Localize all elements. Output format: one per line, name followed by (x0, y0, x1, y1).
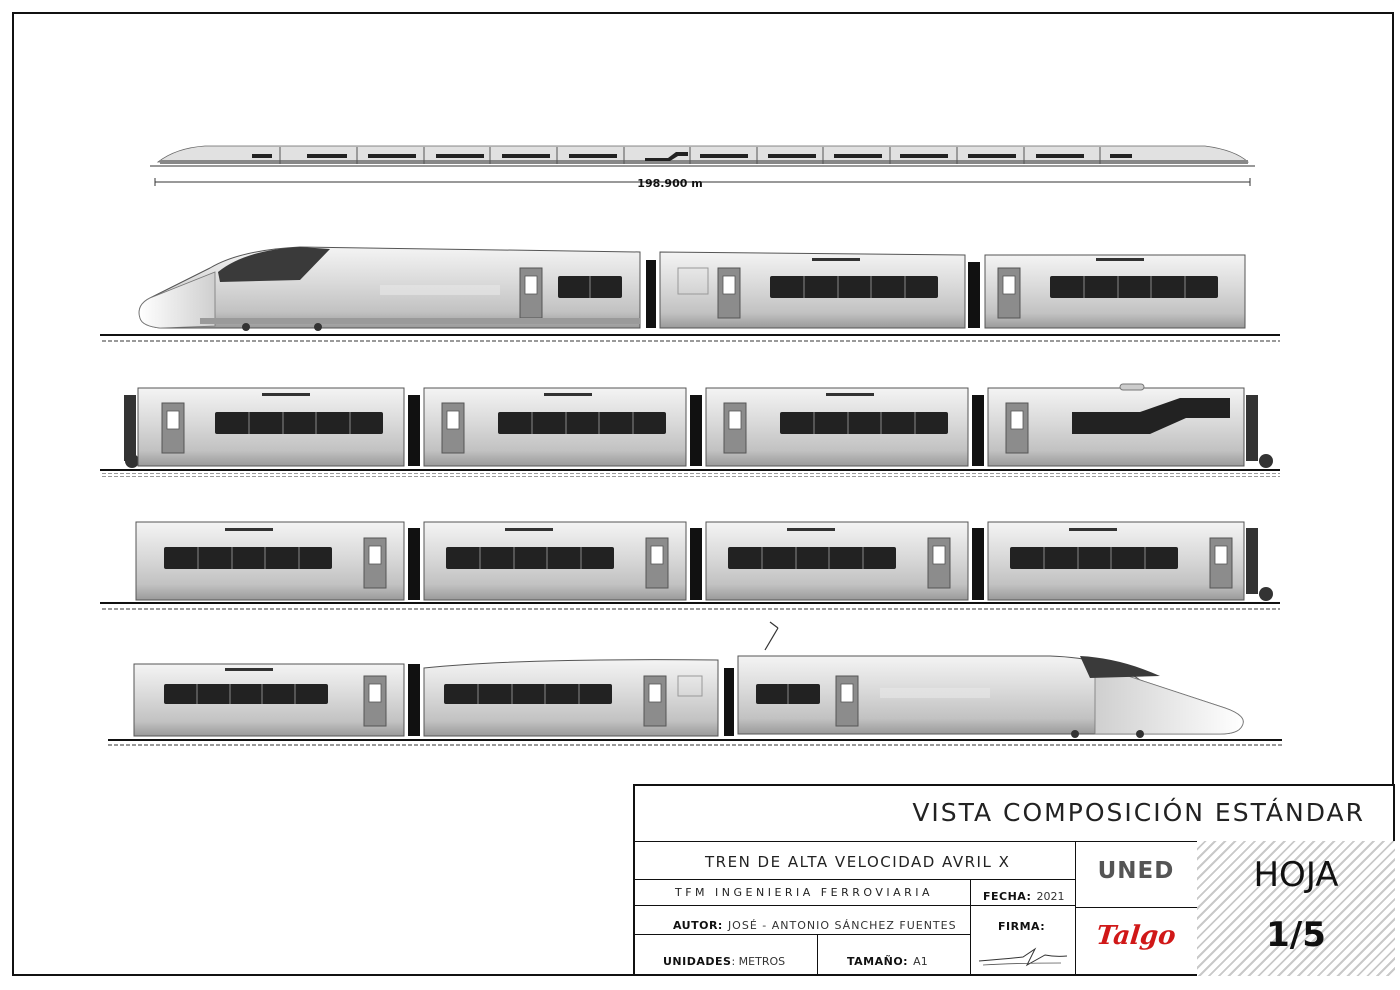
divider (635, 905, 1075, 906)
train-row-1 (100, 246, 1280, 342)
program-label: TFM INGENIERIA FERROVIARIA (675, 886, 934, 899)
tamano-label: TAMAÑO: (847, 955, 909, 968)
divider (970, 879, 971, 905)
fecha-value: 2021 (1036, 890, 1065, 903)
tamano-value: A1 (913, 955, 928, 968)
train-subtitle: TREN DE ALTA VELOCIDAD AVRIL X (705, 853, 1011, 871)
unidades-value: : METROS (731, 955, 786, 968)
fecha-label: FECHA: (983, 890, 1032, 903)
autor-label: AUTOR: (673, 919, 723, 932)
tamano-field: TAMAÑO: A1 (847, 950, 928, 969)
divider (1075, 841, 1076, 976)
talgo-logo: Talgo (1094, 921, 1178, 951)
title-block: VISTA COMPOSICIÓN ESTÁNDAR TREN DE ALTA … (633, 784, 1395, 976)
hoja-label: HOJA (1253, 855, 1339, 895)
main-title: VISTA COMPOSICIÓN ESTÁNDAR (912, 798, 1365, 827)
fecha-field: FECHA: 2021 (983, 885, 1065, 904)
sheet-number-box: HOJA 1/5 (1207, 847, 1385, 967)
autor-field: AUTOR: JOSÉ - ANTONIO SÁNCHEZ FUENTES (673, 914, 957, 933)
train-row-3 (100, 521, 1280, 610)
train-row-4 (108, 621, 1282, 747)
unidades-label: UNIDADES (663, 955, 732, 968)
overview-train (150, 145, 1255, 186)
unidades-field: UNIDADES: METROS (663, 950, 785, 969)
firma-label: FIRMA: (998, 920, 1046, 933)
overall-length-label: 198.900 m (637, 177, 703, 190)
signature (978, 947, 1068, 967)
train-row-2 (100, 383, 1280, 477)
divider (635, 934, 970, 935)
divider (817, 934, 818, 976)
divider (970, 905, 971, 976)
divider (1075, 907, 1197, 908)
sheet-number-cell: HOJA 1/5 (1197, 841, 1395, 976)
divider (635, 841, 1395, 842)
uned-logo: UNED (1097, 858, 1175, 884)
autor-value: JOSÉ - ANTONIO SÁNCHEZ FUENTES (727, 919, 957, 932)
divider (635, 879, 1075, 880)
hoja-value: 1/5 (1266, 915, 1326, 955)
